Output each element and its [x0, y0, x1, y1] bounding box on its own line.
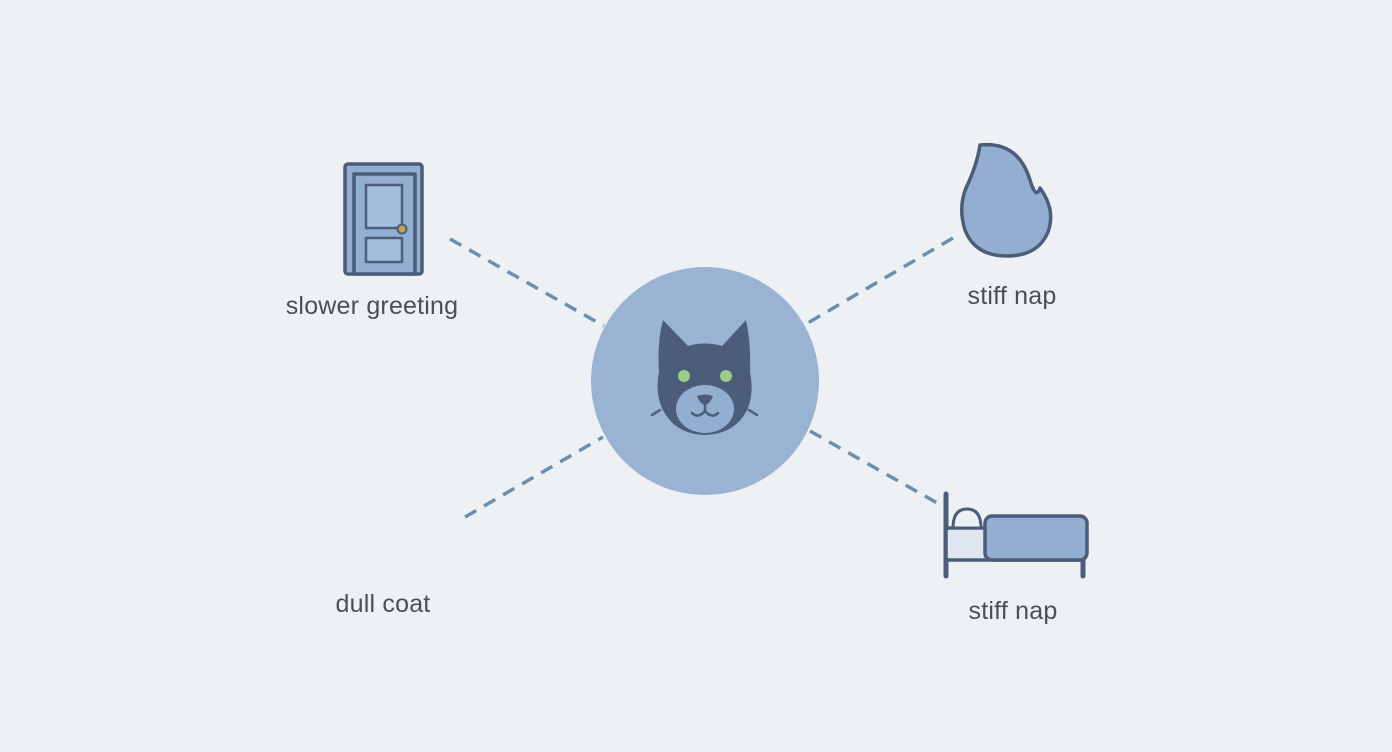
connector-coat [464, 435, 604, 519]
connector-bed [809, 429, 947, 510]
flame-label: stiff nap [967, 282, 1057, 310]
bed-icon [943, 491, 1089, 579]
connectors [449, 236, 954, 519]
connector-flame [805, 236, 954, 326]
flame-icon [960, 142, 1053, 258]
center-node [591, 267, 819, 495]
connector-door [449, 237, 605, 328]
cat-face-icon [650, 320, 759, 435]
door-label: slower greeting [285, 292, 459, 320]
bed-label: stiff nap [968, 597, 1058, 625]
door-icon [343, 162, 424, 276]
coat-label: dull coat [335, 590, 431, 618]
